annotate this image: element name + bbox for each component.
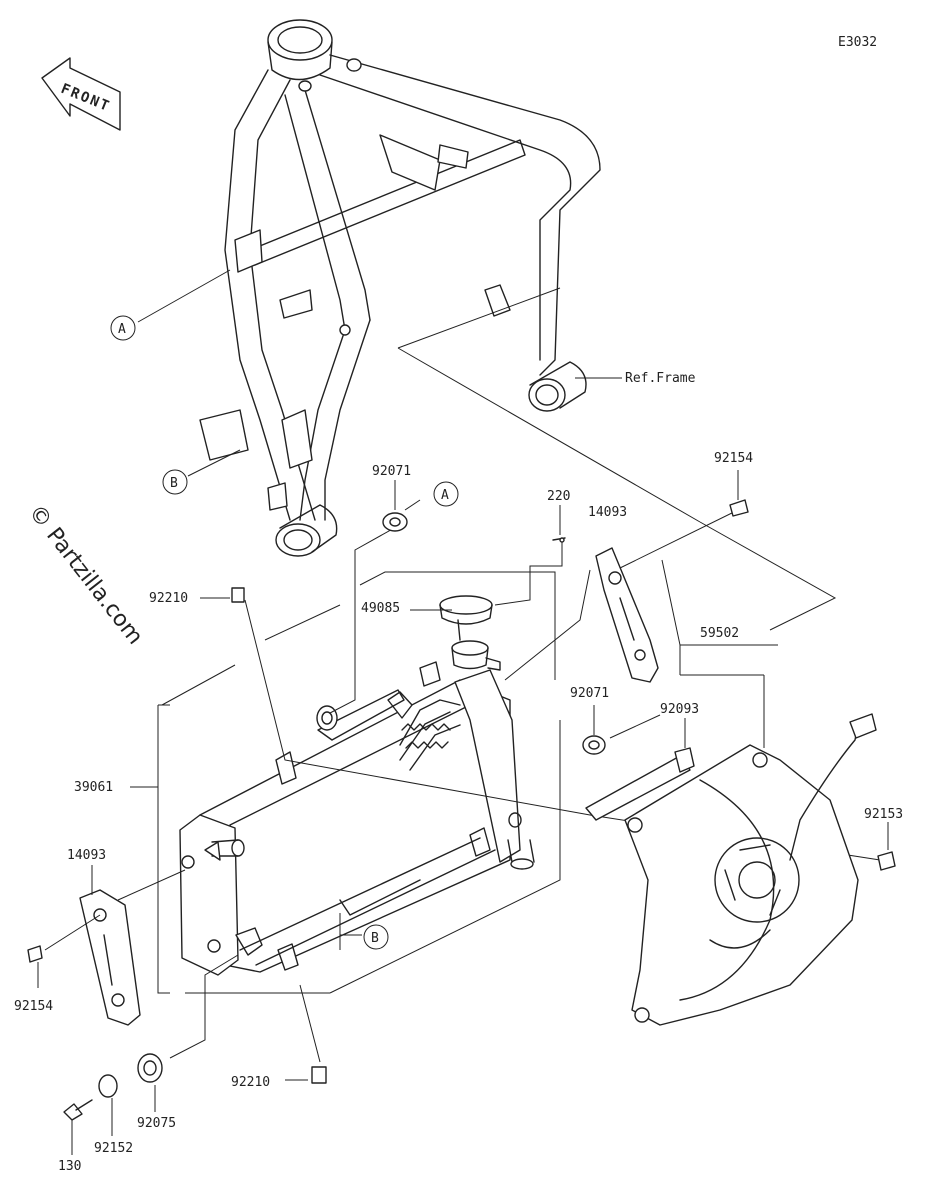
callout-b-radiator: B — [339, 913, 389, 950]
callout-b-radiator-label: B — [371, 931, 379, 946]
radiator-cap-drawing — [439, 595, 501, 671]
grommet-92071-mid — [582, 705, 661, 755]
part-label-92093: 92093 — [660, 702, 699, 717]
cover-14093-top — [595, 547, 659, 683]
bolt-220 — [552, 505, 566, 543]
clip-92210-top — [200, 587, 245, 603]
part-label-130: 130 — [58, 1159, 81, 1174]
bolt-92154-left — [27, 914, 101, 988]
frame-drawing — [199, 19, 601, 557]
part-label-59502: 59502 — [700, 626, 739, 641]
diagram-code: E3032 — [838, 35, 877, 50]
radiator-drawing — [179, 661, 535, 976]
part-label-92154-left: 92154 — [14, 999, 53, 1014]
grommet-92071-top — [382, 480, 408, 532]
bolt-92153 — [877, 822, 896, 871]
part-label-92153: 92153 — [864, 807, 903, 822]
ref-frame-label: Ref.Frame — [625, 371, 696, 386]
part-label-92210-top: 92210 — [149, 591, 188, 606]
cover-14093-left — [79, 865, 186, 1026]
washer-92152 — [98, 1074, 118, 1136]
callout-a-frame: A — [110, 269, 231, 341]
part-label-39061: 39061 — [74, 780, 113, 795]
bolt-92154-top — [729, 470, 749, 517]
callout-a-frame-label: A — [118, 322, 126, 337]
shield-92093 — [585, 718, 695, 821]
part-label-49085: 49085 — [361, 601, 400, 616]
callout-a-radiator-label: A — [441, 488, 449, 503]
part-label-92075: 92075 — [137, 1116, 176, 1131]
part-label-92071-top: 92071 — [372, 464, 411, 479]
clip-92210-bottom — [285, 984, 327, 1084]
callout-b-frame: B — [162, 449, 241, 495]
grommet-92075 — [137, 954, 239, 1112]
part-label-92071-mid: 92071 — [570, 686, 609, 701]
watermark: © Partzilla.com — [23, 500, 147, 649]
part-label-92154-top: 92154 — [714, 451, 753, 466]
part-label-14093-top: 14093 — [588, 505, 627, 520]
part-label-220: 220 — [547, 489, 570, 504]
bolt-130 — [63, 1099, 93, 1155]
front-arrow-icon: FRONT — [41, 57, 121, 131]
part-label-92152: 92152 — [94, 1141, 133, 1156]
callout-b-frame-label: B — [170, 476, 178, 491]
part-label-14093-left: 14093 — [67, 848, 106, 863]
fan-assembly-drawing — [624, 713, 877, 1026]
part-label-92210-bottom: 92210 — [231, 1075, 270, 1090]
callout-a-radiator: A — [433, 481, 459, 507]
